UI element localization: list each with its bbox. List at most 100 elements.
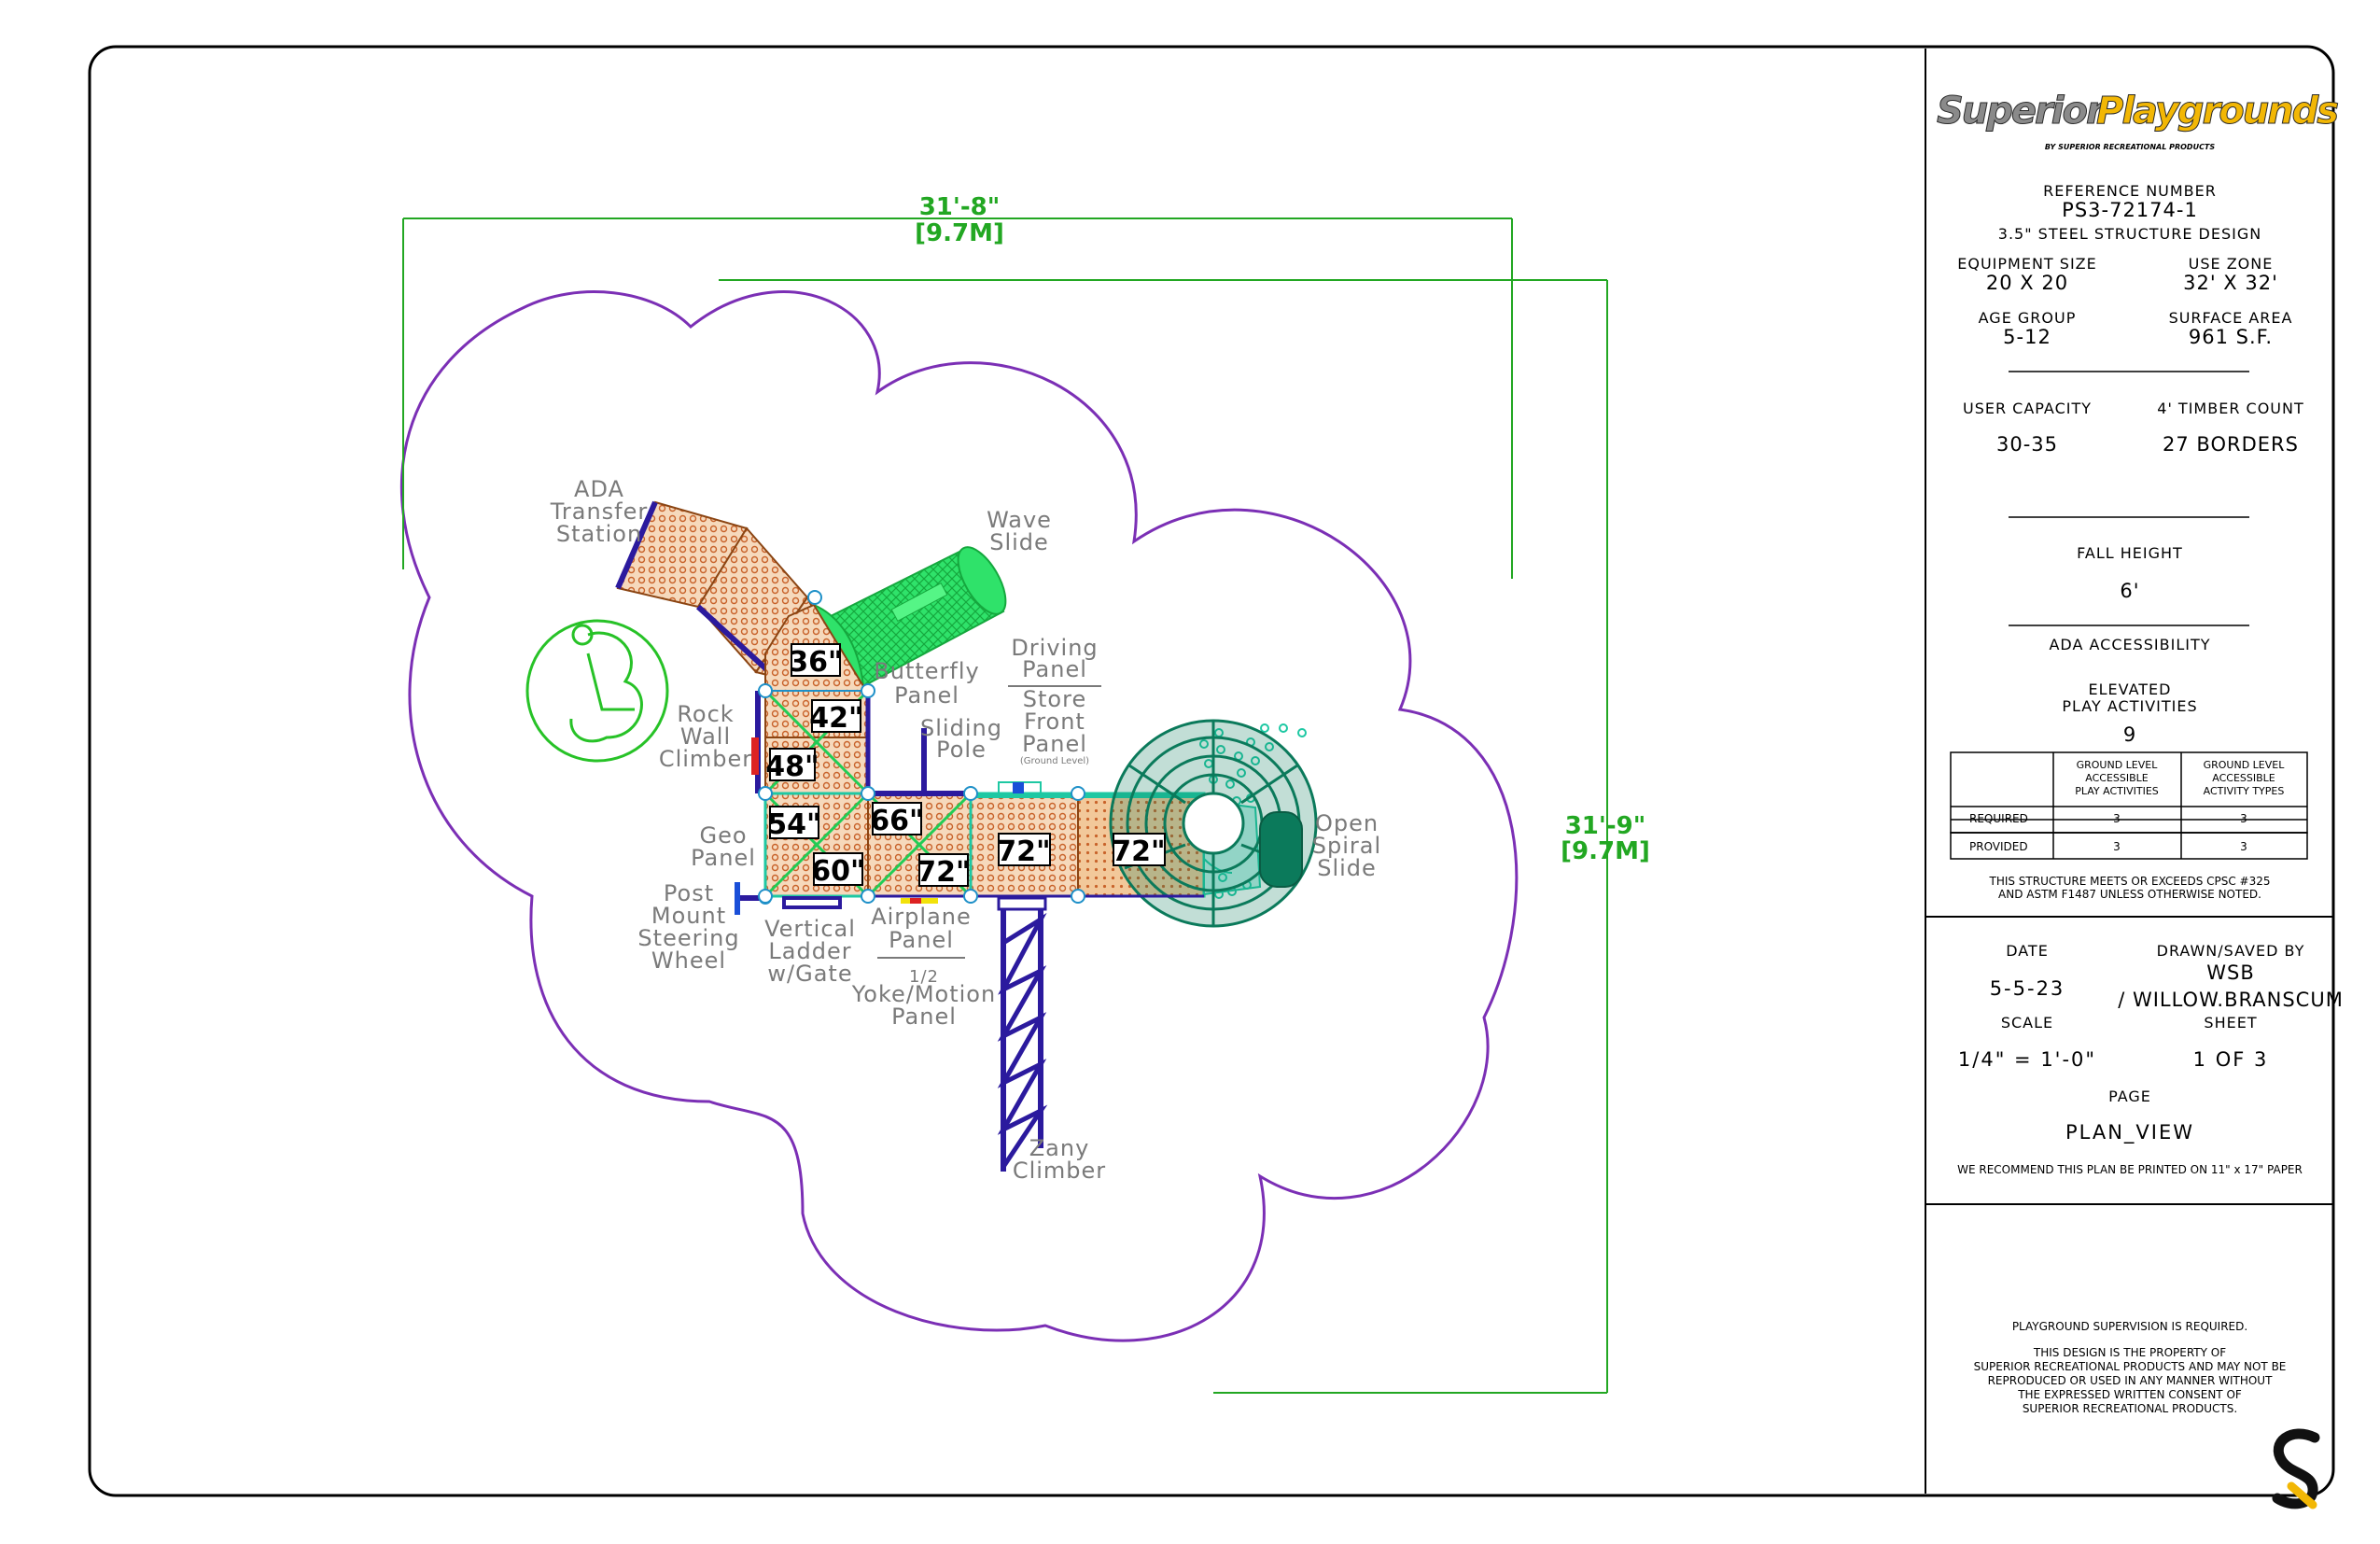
- svg-text:Spiral: Spiral: [1312, 833, 1381, 859]
- supervision-note: PLAYGROUND SUPERVISION IS REQUIRED.: [2012, 1320, 2247, 1333]
- width-imperial: 31'-8": [919, 193, 1001, 221]
- drawn-by-initials: WSB: [2206, 961, 2255, 984]
- svg-text:Yoke/Motion: Yoke/Motion: [851, 981, 996, 1007]
- svg-text:Rock: Rock: [677, 701, 734, 727]
- deck-36: 36": [789, 646, 842, 679]
- equipment-size-label: EQUIPMENT SIZE: [1957, 255, 2096, 273]
- svg-text:Zany: Zany: [1029, 1135, 1090, 1161]
- driving-panel-label: Driving Panel: [1008, 635, 1101, 687]
- scale-value: 1/4" = 1'-0": [1958, 1048, 2096, 1071]
- timber-count-label: 4' TIMBER COUNT: [2157, 400, 2303, 417]
- svg-text:Driving: Driving: [1011, 635, 1098, 661]
- svg-text:Slide: Slide: [1317, 855, 1377, 881]
- svg-text:ADA: ADA: [574, 476, 624, 502]
- svg-text:Wheel: Wheel: [651, 947, 726, 974]
- svg-text:Airplane: Airplane: [871, 904, 972, 930]
- svg-text:Front: Front: [1024, 709, 1085, 735]
- wave-slide-label: Wave Slide: [987, 507, 1051, 555]
- property-line-2: SUPERIOR RECREATIONAL PRODUCTS AND MAY N…: [1974, 1360, 2287, 1373]
- col2-line3: ACTIVITY TYPES: [2204, 785, 2285, 797]
- brand-logo: Superior Playgrounds BY SUPERIOR RECREAT…: [1937, 90, 2341, 152]
- col2-line2: ACCESSIBLE: [2212, 772, 2275, 784]
- svg-text:Climber: Climber: [659, 746, 752, 772]
- scale-label: SCALE: [2001, 1014, 2053, 1032]
- svg-text:Vertical: Vertical: [764, 916, 856, 942]
- drawn-by-name: / WILLOW.BRANSCUM: [2118, 989, 2344, 1011]
- svg-text:Butterfly: Butterfly: [874, 658, 979, 684]
- post-mount-steering-wheel-label: Post Mount Steering Wheel: [637, 880, 739, 974]
- svg-text:Mount: Mount: [651, 903, 726, 929]
- superior-s-logo: [2272, 1428, 2320, 1509]
- row-required-label: REQUIRED: [1969, 812, 2028, 825]
- property-line-5: SUPERIOR RECREATIONAL PRODUCTS.: [2023, 1402, 2237, 1415]
- vertical-ladder-label: Vertical Ladder w/Gate: [764, 916, 856, 987]
- sliding-pole-label: Sliding Pole: [920, 715, 1002, 763]
- svg-text:Climber: Climber: [1013, 1158, 1106, 1184]
- svg-text:Open: Open: [1315, 810, 1379, 836]
- sheet-border: [88, 45, 2335, 1497]
- row-provided-label: PROVIDED: [1969, 840, 2028, 853]
- title-block: Superior Playgrounds BY SUPERIOR RECREAT…: [1925, 90, 2344, 1509]
- property-line-3: REPRODUCED OR USED IN ANY MANNER WITHOUT: [1988, 1374, 2274, 1387]
- use-zone: 32' X 32': [2183, 272, 2278, 294]
- col2-line1: GROUND LEVEL: [2204, 759, 2286, 771]
- equipment-size: 20 X 20: [1986, 272, 2068, 294]
- svg-text:Steering: Steering: [637, 925, 739, 951]
- age-group: 5-12: [2003, 326, 2051, 348]
- width-dimension: 31'-8" [9.7M]: [402, 193, 1513, 579]
- use-zone-label: USE ZONE: [2189, 255, 2274, 273]
- ada-accessibility-label: ADA ACCESSIBILITY: [2049, 636, 2210, 653]
- accessibility-table: GROUND LEVEL ACCESSIBLE PLAY ACTIVITIES …: [1950, 751, 2308, 834]
- deck-72-a: 72": [917, 856, 970, 889]
- svg-text:Panel: Panel: [1022, 656, 1087, 682]
- svg-text:Wall: Wall: [680, 723, 731, 750]
- ada-transfer-station-label: ADA Transfer Station: [550, 476, 649, 547]
- svg-text:Panel: Panel: [691, 845, 756, 871]
- user-capacity: 30-35: [1996, 433, 2058, 456]
- structure-design: 3.5" STEEL STRUCTURE DESIGN: [1998, 225, 2261, 243]
- svg-text:Panel: Panel: [1022, 731, 1087, 757]
- post-nodes: [758, 590, 1085, 904]
- yoke-motion-panel-label: 1/2 Yoke/Motion Panel: [851, 967, 996, 1030]
- airplane-panel-label: Airplane Panel: [871, 904, 972, 959]
- svg-text:Post: Post: [664, 880, 714, 906]
- drawn-by-label: DRAWN/SAVED BY: [2157, 942, 2305, 960]
- deck-60: 60": [811, 855, 864, 888]
- print-note: WE RECOMMEND THIS PLAN BE PRINTED ON 11"…: [1957, 1163, 2303, 1176]
- user-capacity-label: USER CAPACITY: [1963, 400, 2092, 417]
- property-line-1: THIS DESIGN IS THE PROPERTY OF: [2033, 1346, 2226, 1359]
- deck-66: 66": [870, 805, 923, 837]
- brand-sub: BY SUPERIOR RECREATIONAL PRODUCTS: [2045, 143, 2216, 151]
- svg-text:Panel: Panel: [891, 1004, 957, 1030]
- brand-playgrounds: Playgrounds: [2096, 90, 2338, 133]
- accessibility-table-provided: PROVIDED 3 3: [1950, 832, 2308, 860]
- geo-panel-label: Geo Panel: [691, 822, 756, 871]
- col1-line2: ACCESSIBLE: [2085, 772, 2149, 784]
- compliance-line-2: AND ASTM F1487 UNLESS OTHERWISE NOTED.: [1998, 888, 2261, 901]
- date-label: DATE: [2006, 942, 2049, 960]
- deck-42: 42": [809, 702, 862, 735]
- sheet-label: SHEET: [2204, 1014, 2257, 1032]
- svg-text:Sliding: Sliding: [920, 715, 1002, 741]
- date-value: 5-5-23: [1990, 977, 2065, 1000]
- svg-text:Transfer: Transfer: [550, 498, 649, 525]
- deck-72-b: 72": [997, 835, 1050, 868]
- elevated-label-2: PLAY ACTIVITIES: [2062, 697, 2197, 715]
- svg-text:Panel: Panel: [894, 682, 959, 709]
- height-dimension: 31'-9" [9.7M]: [719, 279, 1650, 1394]
- height-metric: [9.7M]: [1561, 837, 1650, 865]
- rock-wall-climber-label: Rock Wall Climber: [659, 701, 752, 772]
- height-imperial: 31'-9": [1565, 812, 1646, 840]
- svg-text:Geo: Geo: [699, 822, 747, 849]
- compliance-line-1: THIS STRUCTURE MEETS OR EXCEEDS CPSC #32…: [1988, 875, 2270, 888]
- component-labels: ADA Transfer Station Wave Slide Driving …: [550, 476, 1381, 1184]
- elevated-count: 9: [2123, 723, 2136, 746]
- open-spiral-slide: [1109, 719, 1318, 928]
- fall-height: 6': [2120, 580, 2139, 602]
- timber-count: 27 BORDERS: [2163, 433, 2299, 456]
- reference-number: PS3-72174-1: [2062, 199, 2198, 221]
- row-required-a: 3: [2113, 812, 2121, 825]
- ada-accessibility-symbol: [525, 619, 669, 763]
